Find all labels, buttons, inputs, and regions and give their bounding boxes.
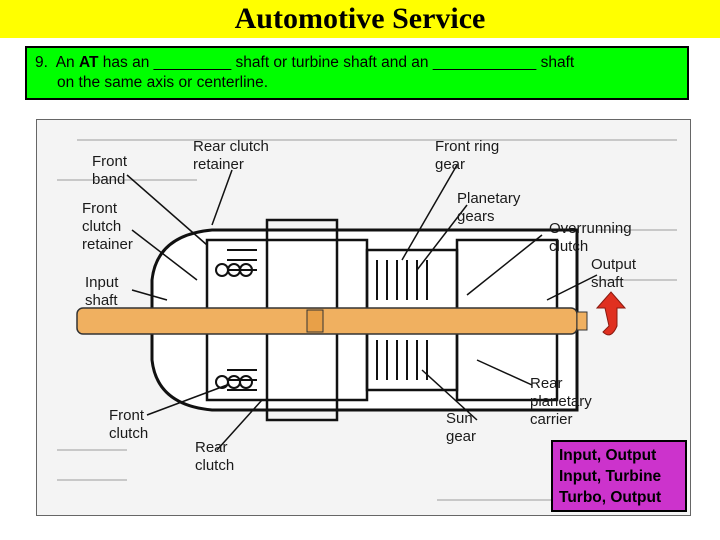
label-front-ring-gear: Front ring gear <box>435 138 500 173</box>
answer-option[interactable]: Input, Turbine <box>559 468 662 485</box>
transmission-drawing <box>57 139 677 501</box>
label-overrunning-clutch: Overrunning clutch <box>549 220 632 255</box>
label-rear-clutch-retainer: Rear clutch retainer <box>193 138 269 173</box>
slide-title: Automotive Service <box>234 2 486 35</box>
question-text-post: has an _________ shaft or turbine shaft … <box>98 54 575 71</box>
label-sun-gear: Sun gear <box>446 410 477 445</box>
question-text-line2: on the same axis or centerline. <box>57 74 269 91</box>
question-text-bold: AT <box>78 54 99 71</box>
label-planetary-gears: Planetary gears <box>457 190 521 225</box>
label-rear-clutch: Rear clutch <box>195 439 235 474</box>
question-box: 9. An AT has an _________ shaft or turbi… <box>25 46 689 100</box>
answer-options-box: Input, Output Input, Turbine Turbo, Outp… <box>551 440 687 512</box>
label-front-band: Front band <box>92 153 128 188</box>
title-bar: Automotive Service <box>0 0 720 38</box>
label-input-shaft: Input shaft <box>85 274 119 309</box>
label-front-clutch: Front clutch <box>109 407 149 442</box>
answer-option[interactable]: Input, Output <box>559 447 657 464</box>
transmission-diagram: Rear clutch retainer Front ring gear Fro… <box>36 119 691 516</box>
answer-option[interactable]: Turbo, Output <box>559 489 662 506</box>
label-output-shaft: Output shaft <box>591 256 637 291</box>
label-rear-planetary-carrier: Rear planetary carrier <box>530 375 592 428</box>
question-number: 9. <box>35 54 48 71</box>
question-text-pre: An <box>55 54 79 71</box>
label-front-clutch-retainer: Front clutch retainer <box>82 200 133 253</box>
